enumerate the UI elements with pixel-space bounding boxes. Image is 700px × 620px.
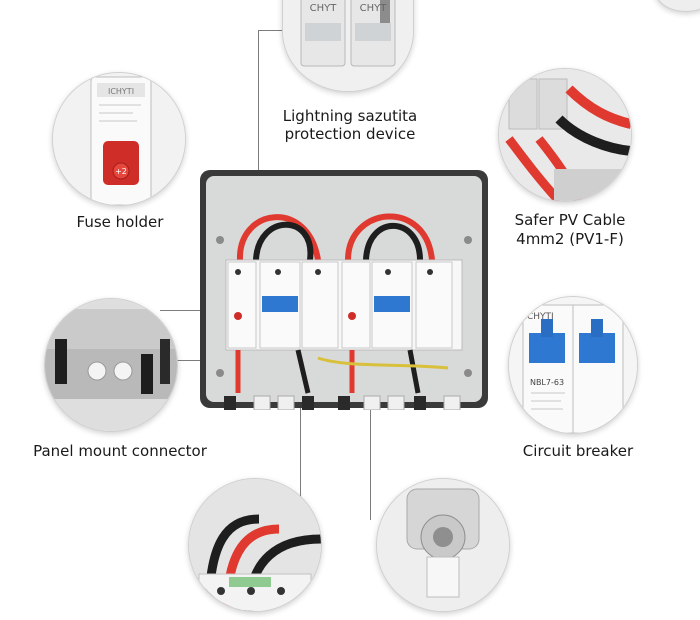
combiner-box <box>198 168 490 410</box>
leader-line-lightning-h <box>258 30 288 31</box>
label-fuse-holder: Fuse holder <box>76 213 164 231</box>
label-panel-connector: Panel mount connector <box>33 442 207 460</box>
fuse-brand: ICHYTI <box>108 87 134 96</box>
pv-cable-closeup <box>498 68 632 202</box>
fuse-holder-closeup: +2 ICHYTI <box>52 72 186 206</box>
lightning-brand-1: CHYT <box>310 3 338 14</box>
breaker-model: NBL7-63 <box>530 378 564 387</box>
lightning-protection-closeup: CHYT CHYT <box>282 0 414 92</box>
leader-line-lightning <box>258 30 259 240</box>
label-pv-cable-line1: Safer PV Cable <box>514 211 626 229</box>
fuse-badge-text: +2 <box>115 167 127 176</box>
panel-connector-closeup <box>44 298 178 432</box>
label-lightning-line1: Lightning sazutita <box>282 107 418 125</box>
corner-decoration <box>655 0 700 12</box>
lightning-brand-2: CHYT <box>360 3 388 14</box>
breaker-brand: ICHYTI <box>524 312 553 322</box>
label-circuit-breaker: Circuit breaker <box>522 442 634 460</box>
circuit-breaker-closeup: ICHYTI NBL7-63 <box>508 296 638 434</box>
label-pv-cable-line2: 4mm2 (PV1-F) <box>516 230 624 248</box>
leader-line-bottom-right <box>370 380 371 520</box>
leader-line-bottom-left <box>300 400 301 520</box>
waterproof-gland-closeup <box>376 478 510 612</box>
label-lightning-line2: protection device <box>284 125 416 143</box>
rigid-connection-closeup <box>188 478 322 612</box>
